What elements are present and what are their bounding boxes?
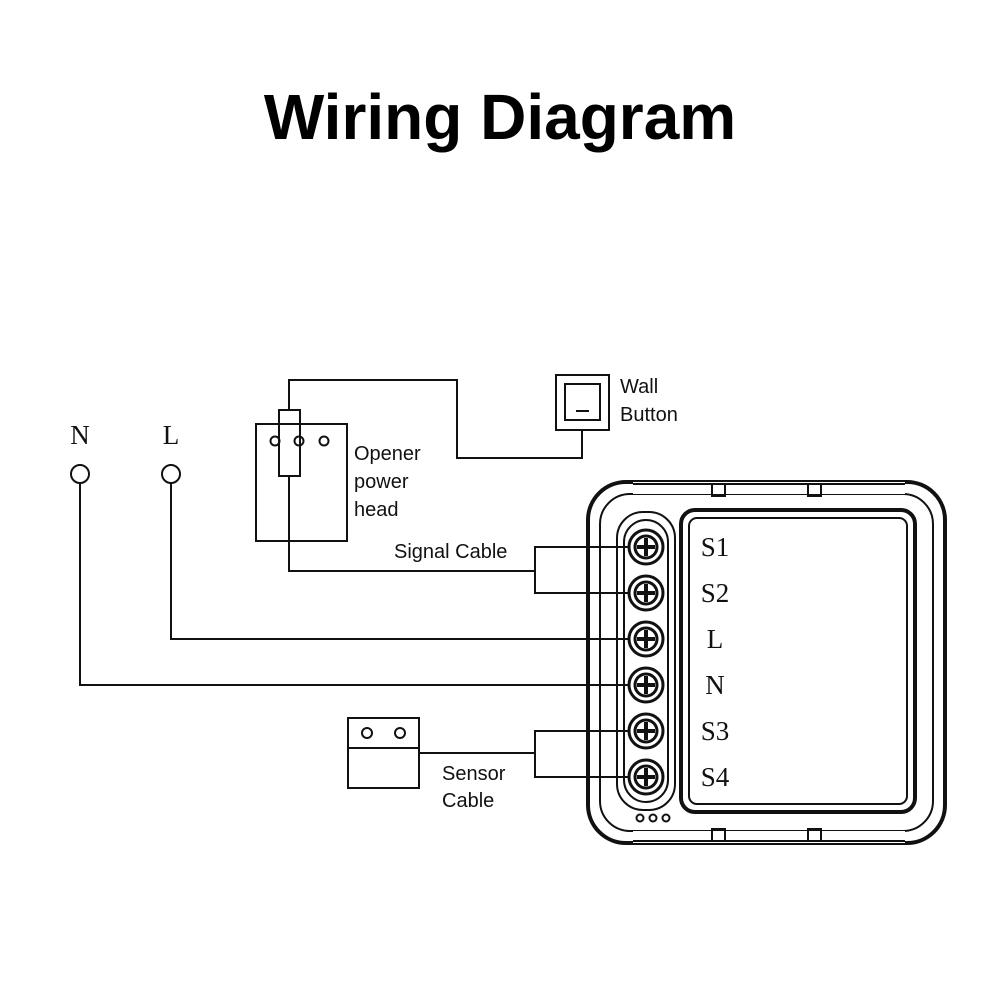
terminal-label-n: N (705, 670, 725, 700)
terminal-strip-inner (623, 519, 669, 803)
opener-terminal-1 (269, 435, 281, 447)
label-panel (679, 508, 917, 814)
opener-connector (278, 409, 301, 477)
label-panel-inner (688, 517, 908, 805)
module-pin-2 (648, 813, 658, 823)
terminal-screw-l (627, 620, 665, 658)
signal-cable-label: Signal Cable (394, 541, 507, 563)
module-clip-top-left (711, 483, 726, 497)
opener-label-line1: Opener (354, 443, 421, 465)
terminal-label-s4: S4 (701, 762, 730, 792)
sensor-cable-label-line2: Cable (442, 790, 494, 812)
terminal-screws (627, 528, 665, 796)
smart-module (586, 480, 947, 845)
module-pin-3 (661, 813, 671, 823)
supply-n-label: N (70, 420, 90, 450)
wall-button-wire (288, 379, 583, 459)
terminal-label-s1: S1 (701, 532, 730, 562)
terminal-label-s2: S2 (701, 578, 730, 608)
wall-button-inner (564, 383, 601, 421)
terminal-screw-n (627, 666, 665, 704)
wall-button-label-line2: Button (620, 404, 678, 426)
terminal-label-l: L (707, 624, 724, 654)
terminal-screw-s2 (627, 574, 665, 612)
sensor-cable-label-line1: Sensor (442, 763, 506, 785)
terminal-screw-s1 (627, 528, 665, 566)
wall-button-outer (555, 374, 610, 431)
sensor-connector-top (347, 717, 420, 749)
supply-l-label: L (163, 420, 180, 450)
neutral-wire (79, 483, 630, 686)
live-wire (170, 483, 630, 640)
terminal-label-s3: S3 (701, 716, 730, 746)
opener-label-line3: head (354, 499, 399, 521)
opener-label-line2: power (354, 471, 409, 493)
supply-l-terminal (161, 464, 181, 484)
diagram-title: Wiring Diagram (263, 81, 737, 153)
module-clip-bottom-right (807, 828, 822, 842)
supply-n-terminal (70, 464, 90, 484)
module-pin-1 (635, 813, 645, 823)
opener-terminal-3 (318, 435, 330, 447)
sensor-cable-bracket (534, 730, 630, 778)
sensor-terminal-1 (361, 727, 373, 739)
opener-power-head-box (255, 423, 348, 542)
terminal-screw-s3 (627, 712, 665, 750)
terminal-screw-s4 (627, 758, 665, 796)
signal-wire-from-opener (288, 476, 535, 572)
module-clip-bottom-left (711, 828, 726, 842)
sensor-connector-body (347, 747, 420, 789)
wall-button-label-line1: Wall (620, 376, 658, 398)
sensor-terminal-2 (394, 727, 406, 739)
signal-cable-bracket (534, 546, 630, 594)
opener-terminal-2 (293, 435, 305, 447)
terminal-strip (616, 511, 676, 811)
module-clip-top-right (807, 483, 822, 497)
